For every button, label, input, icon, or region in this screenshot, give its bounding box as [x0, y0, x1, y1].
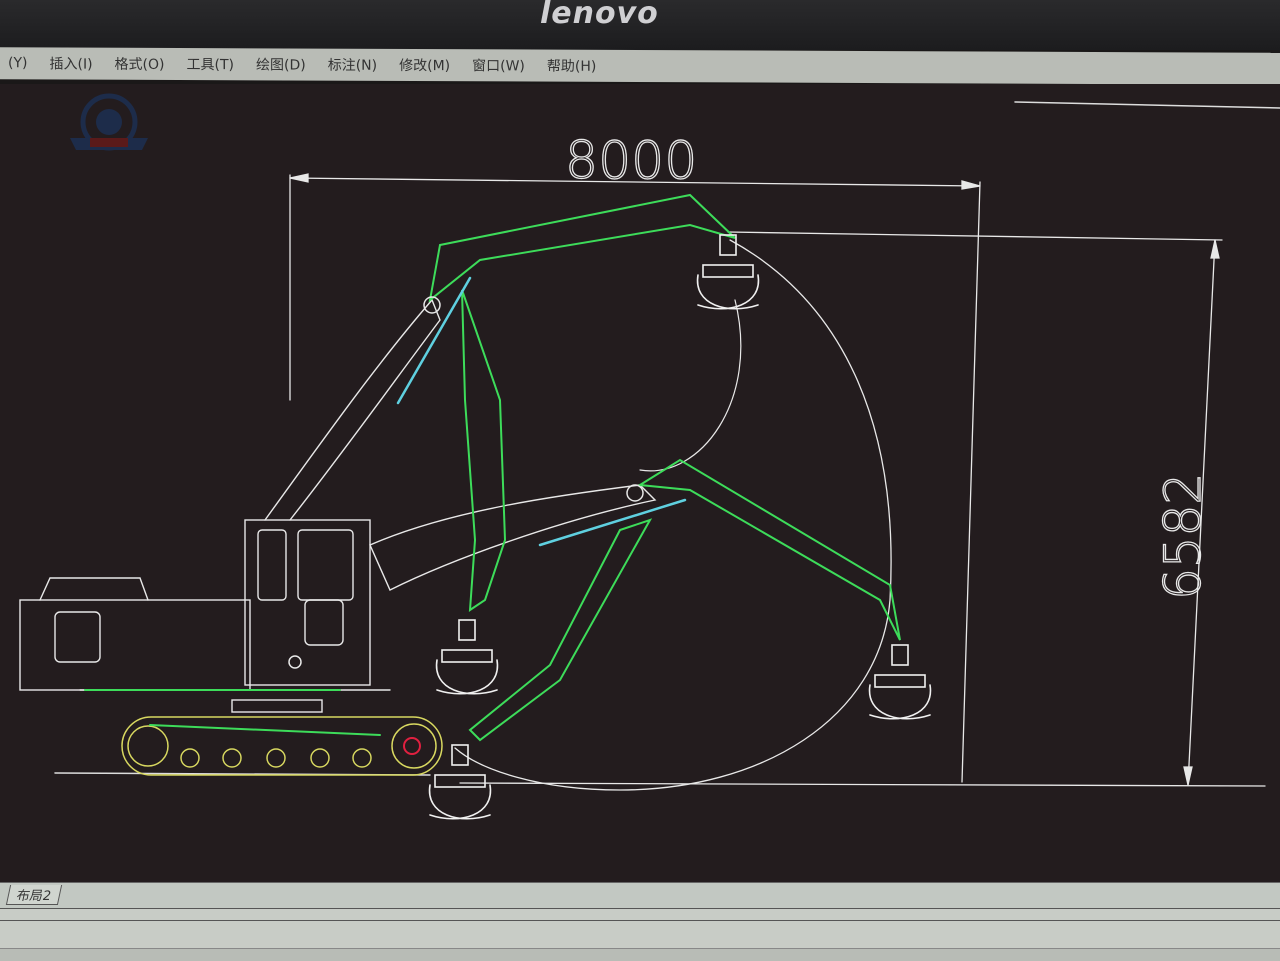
- excavator-body: [19, 519, 391, 713]
- dimension-height-label: 6582: [1154, 473, 1212, 600]
- command-divider: [0, 920, 1280, 921]
- grapple-3: [868, 644, 932, 720]
- cad-drawing: 8000 6582: [19, 101, 1280, 820]
- hydraulic-cylinders: [396, 276, 687, 547]
- dimension-width: 8000: [289, 130, 981, 783]
- pivot-marker: [403, 737, 421, 755]
- tab-layout2[interactable]: 布局2: [5, 885, 63, 905]
- menu-dimension[interactable]: 标注(N): [327, 57, 378, 74]
- layout-tab-bar: 布局2: [0, 882, 1280, 909]
- menu-modify[interactable]: 修改(M): [399, 57, 451, 75]
- menu-bar: (Y) 插入(I) 格式(O) 工具(T) 绘图(D) 标注(N) 修改(M) …: [0, 47, 1280, 85]
- menu-window[interactable]: 窗口(W): [472, 58, 525, 75]
- grapple-4: [428, 744, 492, 820]
- dimension-height: 6582: [459, 231, 1266, 787]
- boom-white: [264, 298, 657, 591]
- border-line: [1014, 101, 1280, 109]
- grapple-2: [435, 619, 499, 695]
- drawing-canvas[interactable]: 8000 6582: [0, 84, 1280, 884]
- reach-envelope: [454, 239, 892, 791]
- boom-pins: [288, 296, 644, 669]
- company-logo-watermark: [70, 93, 148, 151]
- crawler-track: [121, 716, 443, 776]
- arm-green: [84, 193, 901, 742]
- command-line[interactable]: [0, 908, 1280, 949]
- menu-format[interactable]: 格式(O): [114, 56, 165, 73]
- menu-view[interactable]: (Y): [8, 55, 28, 72]
- grapple-icons: [428, 234, 932, 820]
- menu-tools[interactable]: 工具(T): [186, 57, 234, 74]
- monitor-bezel: lenovo: [0, 0, 1280, 50]
- grapple-1: [696, 234, 760, 310]
- menu-help[interactable]: 帮助(H): [546, 58, 597, 75]
- menu-insert[interactable]: 插入(I): [49, 56, 93, 73]
- status-bar: [0, 948, 1280, 961]
- reach-arc: [639, 299, 742, 472]
- menu-draw[interactable]: 绘图(D): [255, 57, 306, 74]
- monitor-brand-logo: lenovo: [540, 0, 659, 31]
- dimension-width-label: 8000: [565, 131, 697, 191]
